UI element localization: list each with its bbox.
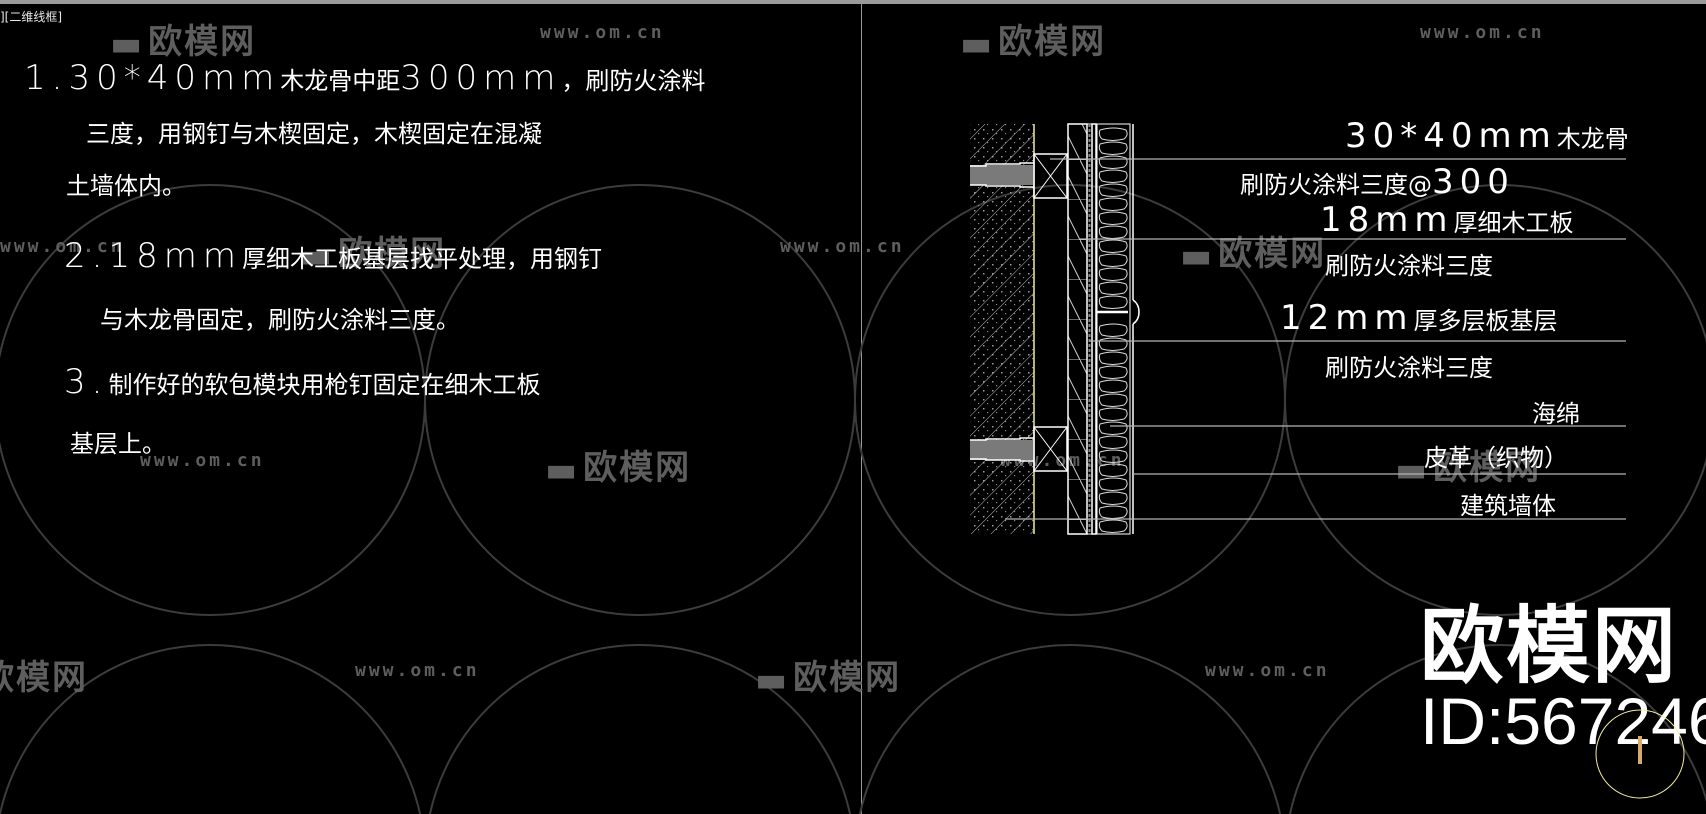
note-2-line-2: 与木龙骨固定，刷防火涂料三度。 <box>100 306 460 334</box>
watermark-logo: ▬欧模网 <box>300 234 447 276</box>
label-fireproof-coating-3: 刷防火涂料三度 <box>1325 354 1493 382</box>
watermark-logo: ▬欧模网 <box>1180 234 1327 276</box>
watermark-url: www.om.cn <box>540 22 665 43</box>
watermark-url: www.om.cn <box>1420 22 1545 43</box>
watermark-logo: ▬欧模网 <box>110 22 257 64</box>
note-3-line-2: 基层上。 <box>70 430 166 458</box>
watermark-url: www.om.cn <box>780 236 905 257</box>
note-1-line-1: 1.30*40mm木龙骨中距300mm，刷防火涂料 <box>24 58 706 98</box>
note-1-line-2: 三度，用钢钉与木楔固定，木楔固定在混凝 <box>86 120 542 148</box>
watermark-logo: 欧模网 <box>0 658 88 698</box>
label-fireproof-coating-2: 刷防火涂料三度 <box>1325 252 1493 280</box>
leader-lines <box>1005 158 1626 520</box>
brand-stamp-id: ID:567246 <box>1420 684 1706 758</box>
label-building-wall: 建筑墙体 <box>1460 492 1556 520</box>
watermark-logo: ▬欧模网 <box>755 658 902 700</box>
watermark-url: www.om.cn <box>140 450 265 471</box>
watermark-logo: ▬欧模网 <box>1395 448 1542 490</box>
label-timber-keel: 30*40mm木龙骨 <box>1345 116 1629 156</box>
note-2-line-1: 2.18mm厚细木工板基层找平处理，用钢钉 <box>64 236 602 276</box>
viewport-label[interactable]: ][二维线框] <box>0 10 63 24</box>
sponge-layer <box>1096 123 1131 535</box>
label-sponge: 海绵 <box>1532 400 1580 428</box>
note-1-line-3: 土墙体内。 <box>66 172 186 200</box>
viewport-top-border <box>0 0 1706 4</box>
cursor-icon <box>1638 736 1642 764</box>
label-leather-fabric: 皮革（织物） <box>1424 444 1568 472</box>
label-12mm-plywood: 12mm厚多层板基层 <box>1280 298 1558 338</box>
watermark-url: www.om.cn <box>1205 660 1330 681</box>
watermark-url: www.om.cn <box>355 660 480 681</box>
viewport-divider[interactable] <box>861 4 862 814</box>
watermark-url: www.om.cn <box>0 236 125 257</box>
watermark-logo: ▬欧模网 <box>960 22 1107 64</box>
label-18mm-blockboard: 18mm厚细木工板 <box>1320 200 1574 240</box>
note-3-line-1: 3.制作好的软包模块用枪钉固定在细木工板 <box>64 362 541 402</box>
watermark-logo: ▬欧模网 <box>545 448 692 490</box>
timber-keel-bottom <box>1033 426 1068 472</box>
timber-keel-top <box>1033 153 1068 199</box>
wood-wedge-top <box>970 162 1034 188</box>
label-fireproof-coating-300: 刷防火涂料三度@300 <box>1240 162 1515 202</box>
wood-wedge-bottom <box>970 437 1034 462</box>
brand-stamp-name: 欧模网 <box>1420 597 1679 695</box>
